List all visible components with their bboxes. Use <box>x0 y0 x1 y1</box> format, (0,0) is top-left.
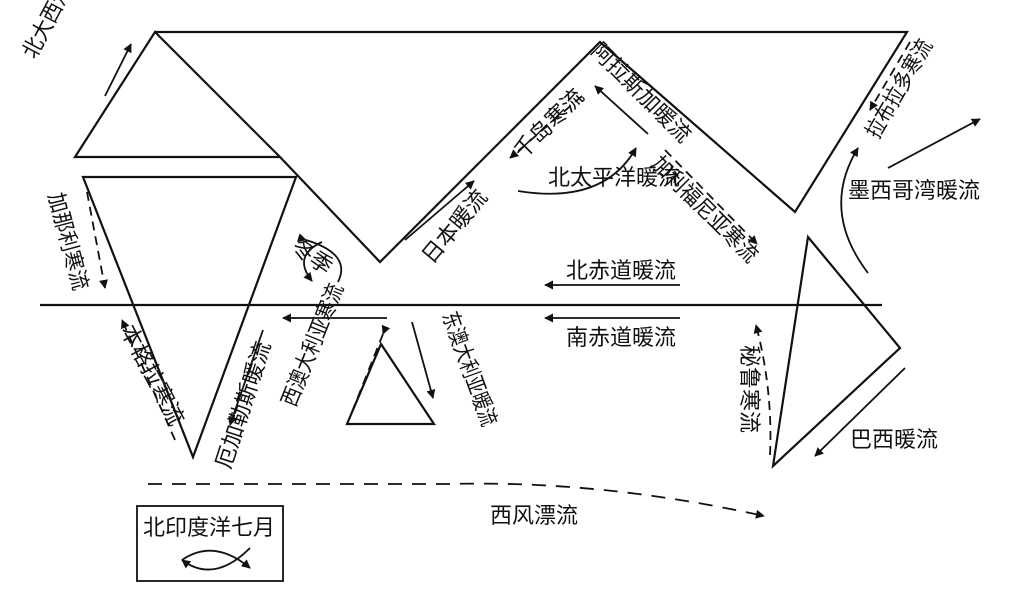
oyashio-current-arrow <box>509 95 583 159</box>
west-wind-drift-arrow <box>148 482 765 519</box>
label-labrador: 拉布拉多寒流 <box>862 35 939 143</box>
california-current-arrow <box>664 149 758 245</box>
gulf-stream-outflow-arrow <box>887 118 981 169</box>
labrador-current-arrow <box>869 41 911 111</box>
monsoon-winter-arrow-right <box>296 233 343 283</box>
legend-arrow-lower <box>181 547 251 571</box>
gulf-stream-arrow <box>840 147 869 274</box>
label-agulhas: 厄加勒斯暖流 <box>212 339 277 472</box>
north-pacific-current-arrow <box>517 147 637 195</box>
label-benguela: 本格拉寒流 <box>115 321 189 430</box>
south-america-outline <box>771 234 902 469</box>
agulhas-current-arrow <box>228 329 264 426</box>
africa-outline <box>81 175 298 461</box>
brazil-current-arrow <box>814 367 906 457</box>
label-north-equatorial: 北赤道暖流 <box>566 259 676 284</box>
asia-north-pacific-outline <box>155 30 909 264</box>
benguela-current-arrow <box>121 319 176 441</box>
legend-arrow-upper <box>181 549 251 569</box>
label-west-wind-drift: 西风漂流 <box>490 504 578 529</box>
label-monsoon-winter: 冬季 <box>287 234 337 280</box>
alaska-current-arrow <box>594 85 649 135</box>
label-north-pacific: 北太平洋暖流 <box>548 166 680 191</box>
label-east-australia: 东澳大利亚暖流 <box>436 309 501 430</box>
legend-box <box>136 505 284 582</box>
kuroshio-current-arrow <box>404 180 475 241</box>
peru-current-arrow <box>753 324 772 456</box>
europe-north-atlantic-outline <box>72 30 283 159</box>
east-australia-current-arrow <box>411 321 436 399</box>
label-north-indian-july: 北印度洋七月 <box>143 516 275 541</box>
label-gulf-stream: 墨西哥湾暖流 <box>848 179 980 204</box>
label-canary: 加那利寒流 <box>42 190 92 293</box>
label-brazil: 巴西暖流 <box>850 428 938 453</box>
label-peru: 秘鲁寒流 <box>736 345 761 433</box>
label-south-equatorial: 南赤道暖流 <box>566 326 676 351</box>
label-west-australia: 西澳大利亚寒流 <box>277 280 349 410</box>
north-atlantic-drift-arrow <box>104 43 132 97</box>
canary-current-arrow <box>86 191 108 289</box>
label-north-atlantic-drift: 北大西洋暖流 <box>18 0 96 63</box>
label-oyashio: 千岛寒流 <box>510 84 590 164</box>
label-north-atlantic-drift-line1: 北大西洋暖流 <box>18 0 96 63</box>
